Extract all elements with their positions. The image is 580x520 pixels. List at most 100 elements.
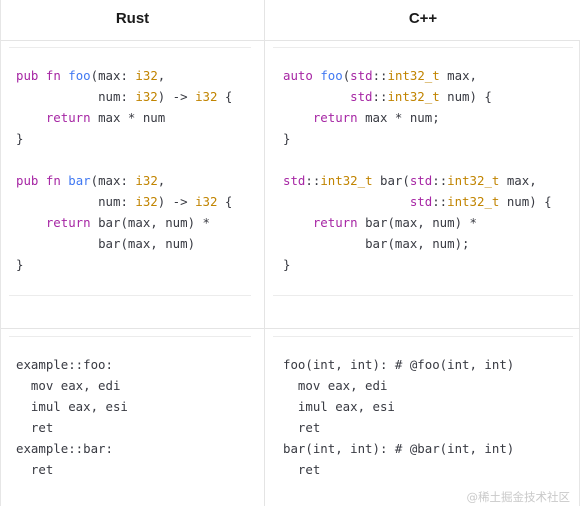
code-token: :: [432,173,448,188]
code-token: return [45,110,91,125]
code-token: i32 [135,173,158,188]
asm-line: bar(int, int): # @bar(int, int) [283,441,515,456]
code-line: pub fn foo(max: i32, [16,68,165,83]
code-line: num: i32) -> i32 { [16,194,232,209]
code-line: auto foo(std::int32_t max, [283,68,477,83]
code-line: } [283,131,290,146]
code-line: std::int32_t num) { [283,89,492,104]
code-block-rule [9,336,251,337]
code-token: int32_t [320,173,373,188]
asm-line: imul eax, esi [16,399,128,414]
asm-line: ret [283,462,321,477]
code-token: (max: [90,173,136,188]
code-token: pub [16,173,39,188]
code-token [38,173,45,188]
code-block-rule [273,47,573,48]
code-token: int32_t [447,173,500,188]
code-token: max, [439,68,478,83]
code-token: num: [98,194,136,209]
code-token: :: [372,68,388,83]
code-token: bar( [372,173,410,188]
code-token: auto [283,68,313,83]
code-token: std [350,89,373,104]
code-line: } [16,131,23,146]
code-line: std::int32_t bar(std::int32_t max, [283,173,537,188]
code-token: { [217,89,233,104]
asm-line: example::foo: [16,357,113,372]
code-line: bar(max, num); [283,236,470,251]
code-token: bar(max, num) * [357,215,477,230]
code-line: bar(max, num) [16,236,195,251]
code-line: return bar(max, num) * [16,215,210,230]
code-token [38,68,45,83]
row-divider [1,328,580,329]
code-token: { [217,194,233,209]
column-header-rust: Rust [115,10,150,27]
code-token: std [283,173,306,188]
table-header-row: Rust C++ [1,0,580,41]
code-line: return max * num; [283,110,440,125]
code-token: return [312,215,358,230]
code-token: bar(max, num); [365,236,470,251]
column-divider [264,0,265,506]
code-token: pub [16,68,39,83]
code-token: ( [342,68,351,83]
rust-source-code: pub fn foo(max: i32, num: i32) -> i32 { … [16,65,232,275]
asm-line: ret [16,462,54,477]
code-token: num) { [499,194,552,209]
asm-line: example::bar: [16,441,113,456]
code-line: num: i32) -> i32 { [16,89,232,104]
code-line: return max * num [16,110,165,125]
code-token: return [312,110,358,125]
code-token: std [409,194,433,209]
code-block-rule [9,47,251,48]
code-token: max * num; [357,110,440,125]
asm-line: ret [16,420,54,435]
rust-assembly-output: example::foo: mov eax, edi imul eax, esi… [16,354,128,480]
code-token: , [157,68,166,83]
watermark: @稀土掘金技术社区 [466,490,571,504]
code-token: :: [305,173,321,188]
code-token: num) { [439,89,492,104]
code-token: max, [499,173,537,188]
code-block-rule [273,295,573,296]
code-token: return [45,215,91,230]
code-token: i32 [135,89,158,104]
code-token: ) -> [157,194,196,209]
code-token: } [16,131,24,146]
code-token: bar(max, num) * [90,215,210,230]
code-token: foo [320,68,343,83]
comparison-table: Rust C++ pub fn foo(max: i32, num: i32) … [0,0,580,506]
code-token: , [157,173,166,188]
code-line: std::int32_t num) { [283,194,552,209]
code-line: } [16,257,23,272]
code-token: bar [68,173,91,188]
code-token: } [283,257,291,272]
asm-line: imul eax, esi [283,399,395,414]
code-token: :: [432,194,448,209]
code-token: (max: [90,68,136,83]
code-token: max * num [90,110,166,125]
asm-line: foo(int, int): # @foo(int, int) [283,357,515,372]
code-token: fn [45,173,61,188]
code-line: return bar(max, num) * [283,215,477,230]
code-token: i32 [195,89,218,104]
asm-line: mov eax, edi [16,378,121,393]
code-token: int32_t [447,194,500,209]
code-token: i32 [135,194,158,209]
code-token: num: [98,89,136,104]
code-token: foo [68,68,91,83]
code-token: std [350,68,373,83]
code-token: fn [45,68,61,83]
code-block-rule [9,295,251,296]
code-token: int32_t [387,89,440,104]
cpp-source-code: auto foo(std::int32_t max, std::int32_t … [283,65,552,275]
code-token: ) -> [157,89,196,104]
code-token: :: [372,89,388,104]
cpp-assembly-output: foo(int, int): # @foo(int, int) mov eax,… [283,354,514,480]
code-line: pub fn bar(max: i32, [16,173,165,188]
asm-line: ret [283,420,321,435]
code-token: } [283,131,291,146]
code-line: } [283,257,290,272]
code-token: std [409,173,433,188]
